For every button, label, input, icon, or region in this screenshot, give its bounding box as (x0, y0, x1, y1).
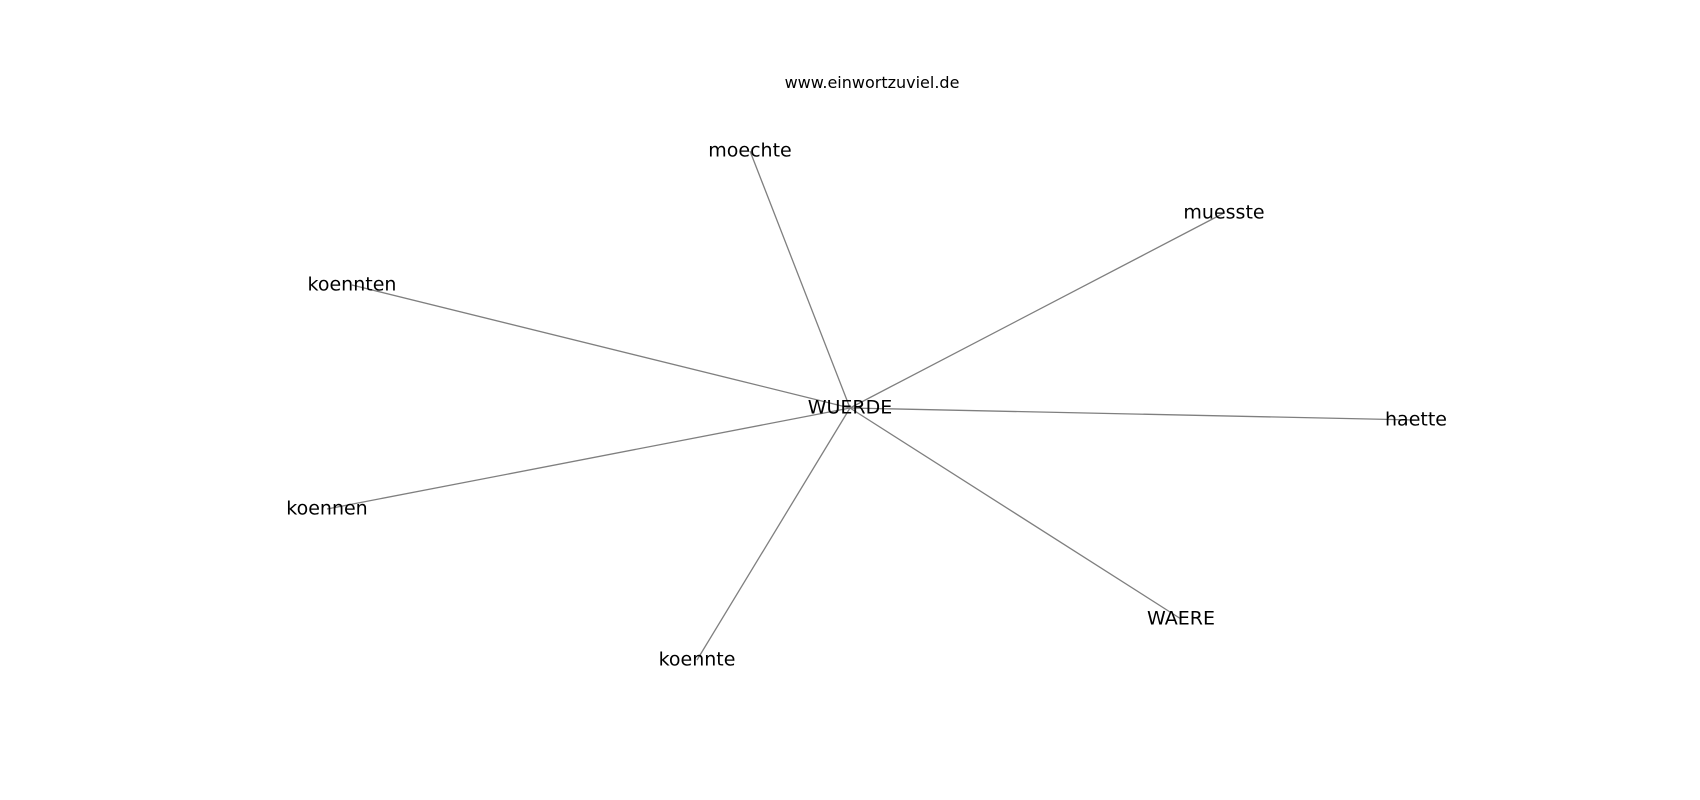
edge-wuerde-moechte (749, 150, 851, 409)
node-label-wuerde: WUERDE (808, 397, 893, 419)
node-label-waere: WAERE (1147, 608, 1215, 630)
edges-layer (326, 150, 1417, 661)
edge-wuerde-waere (849, 407, 1182, 620)
node-label-koennte: koennte (659, 649, 736, 671)
edge-wuerde-koennen (326, 407, 851, 510)
node-label-moechte: moechte (708, 140, 791, 162)
nodes-layer: WUERDE moechte muesste koennten haette koenne… (286, 140, 1447, 671)
site-title: www.einwortzuviel.de (785, 73, 960, 92)
node-label-muesste: muesste (1183, 202, 1264, 224)
edge-wuerde-koennte (696, 407, 851, 661)
edge-wuerde-haette (849, 407, 1417, 421)
edge-wuerde-koennten (351, 284, 851, 409)
edge-wuerde-muesste (849, 212, 1225, 409)
node-label-haette: haette (1385, 409, 1447, 431)
node-label-koennen: koennen (286, 498, 367, 520)
node-label-koennten: koennten (308, 274, 397, 296)
